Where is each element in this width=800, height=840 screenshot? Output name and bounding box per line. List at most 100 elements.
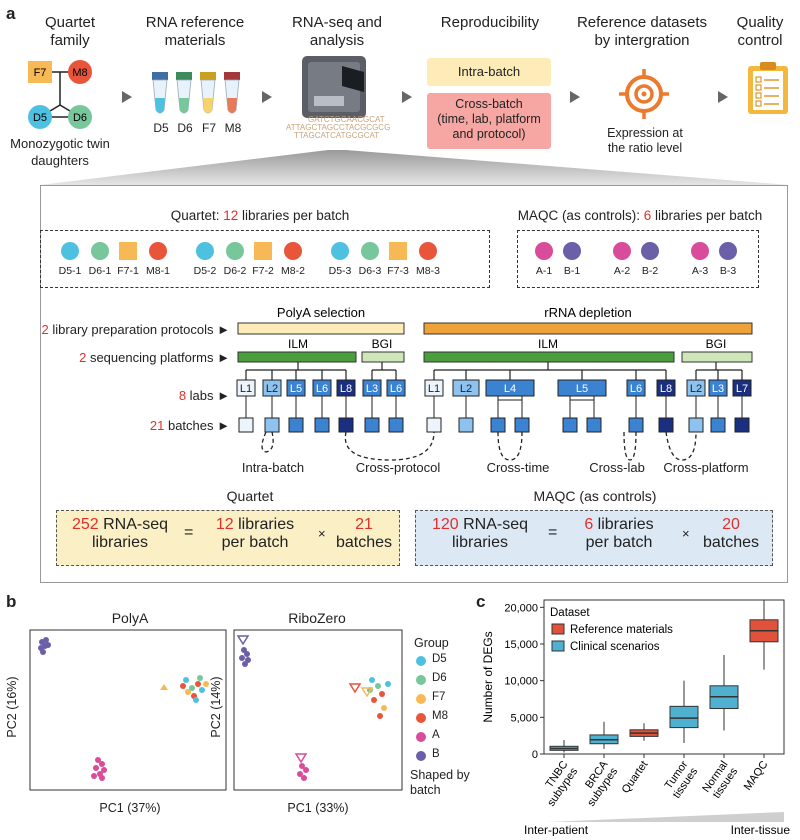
maqc-sample-label: B-2	[641, 265, 659, 277]
maqc-eq: =	[548, 524, 558, 541]
legend-label: M8	[432, 710, 448, 722]
legend-marker	[416, 656, 426, 666]
sample-label: M8-3	[416, 265, 440, 277]
comparison-cross-time: Cross-time	[486, 460, 550, 475]
x-tick-label: MAQC	[742, 759, 771, 793]
legend-marker	[416, 694, 426, 704]
box-3	[669, 705, 699, 729]
lab-label: L7	[736, 383, 748, 395]
tube-m8-label: M8	[224, 121, 242, 135]
batch-node	[562, 417, 578, 433]
tier-protocols-label: 2 library preparation protocols ►	[41, 322, 230, 337]
maqc-sample-marker	[563, 242, 581, 260]
sample-marker	[226, 242, 244, 260]
sample-label: F7-1	[117, 265, 139, 277]
family-caption: Monozygotic twin daughters	[10, 136, 110, 168]
maqc-sample-label: A-1	[535, 265, 553, 277]
legend-label: A	[432, 729, 440, 741]
protocol-polya-label: PolyA selection	[277, 305, 365, 320]
lab-label: L3	[712, 383, 724, 395]
protocol-rrna-label: rRNA depletion	[544, 305, 631, 320]
zoom-cone	[40, 150, 790, 185]
batch-node	[458, 417, 474, 433]
batch-node	[364, 417, 380, 433]
batch-node	[586, 417, 602, 433]
quartet-eq: =	[184, 524, 194, 541]
x-tick-label: Normaltissues	[700, 758, 740, 801]
batch-node	[338, 417, 354, 433]
lab-label: L1	[428, 383, 440, 395]
sample-marker	[254, 242, 272, 260]
batch-node	[426, 417, 442, 433]
sample-marker	[284, 242, 302, 260]
sequencer-icon: GATCTGCAACGCAT ATTAGCTAGCCTACGCGCG TTAGC…	[286, 56, 390, 140]
batch-node	[264, 417, 280, 433]
panel-a-letter: a	[6, 4, 16, 23]
pca-polya-plot	[29, 629, 227, 791]
batch-node	[314, 417, 330, 433]
sample-label: D5-1	[58, 265, 82, 277]
sample-marker	[419, 242, 437, 260]
step-title-reproducibility: Reproducibility	[440, 14, 540, 31]
tube-d6-label: D6	[177, 121, 193, 135]
y-tick-label: 20,000	[504, 602, 538, 614]
quartet-total-box	[56, 510, 400, 566]
plot-area	[543, 599, 785, 755]
sample-marker	[361, 242, 379, 260]
y-axis-label: Number of DEGs	[481, 631, 495, 722]
maqc-sample-marker	[719, 242, 737, 260]
lab-label: L8	[340, 383, 352, 395]
step-title-materials: RNA reference materials	[145, 14, 245, 49]
pca-ribozero-title: RiboZero	[288, 610, 346, 626]
legend-title: Dataset	[550, 607, 590, 619]
quartet-total-heading: Quartet	[226, 488, 274, 504]
sample-label: D6-3	[358, 265, 382, 277]
sample-label: D6-2	[223, 265, 247, 277]
quartet-box-title: Quartet: 12 libraries per batch	[170, 208, 350, 223]
step-title-integration: Reference datasets by intergration	[576, 14, 708, 49]
step-title-rnaseq: RNA-seq and analysis	[291, 14, 383, 49]
batch-node	[710, 417, 726, 433]
maqc-total-count: 120 RNA-seq libraries	[431, 516, 529, 551]
tubes-illustration	[152, 72, 240, 114]
lab-node	[557, 379, 607, 397]
pca-ribozero-plot	[233, 629, 403, 791]
sample-label: D6-1	[88, 265, 112, 277]
legend-entry: Reference materials	[570, 624, 673, 636]
family-diagram: F7 M8 D5 D6	[28, 60, 92, 129]
arrow-icon	[402, 91, 412, 103]
maqc-sample-label: B-3	[719, 265, 737, 277]
maqc-sample-label: B-1	[563, 265, 581, 277]
maqc-sample-label: A-3	[691, 265, 709, 277]
sample-label: M8-1	[146, 265, 170, 277]
legend-swatch	[551, 640, 565, 652]
svg-text:ATTAGCTAGCCTACGCGCG: ATTAGCTAGCCTACGCGCG	[286, 123, 390, 132]
platform-bgi-1: BGI	[372, 337, 393, 351]
family-d6: D6	[73, 112, 87, 124]
batch-node	[388, 417, 404, 433]
sample-marker	[149, 242, 167, 260]
maqc-sample-marker	[691, 242, 709, 260]
batch-node	[734, 417, 750, 433]
platform-ilm-1: ILM	[288, 337, 308, 351]
batch-node	[688, 417, 704, 433]
gradient-bar	[548, 812, 784, 822]
family-m8: M8	[72, 67, 87, 79]
lab-label: L5	[290, 383, 302, 395]
sample-label: M8-2	[281, 265, 305, 277]
maqc-sample-label: A-2	[613, 265, 631, 277]
legend-marker	[416, 751, 426, 761]
sample-marker	[91, 242, 109, 260]
pca-ribozero-ylabel: PC2 (14%)	[209, 676, 223, 738]
arrow-icon	[570, 91, 580, 103]
quartet-samples-box	[40, 230, 490, 288]
family-d5: D5	[33, 112, 47, 124]
sample-label: D5-2	[193, 265, 217, 277]
tier-platforms-label: 2 sequencing platforms ►	[79, 350, 230, 365]
lab-label: L6	[316, 383, 328, 395]
pca-polya-ylabel: PC2 (16%)	[5, 676, 19, 738]
lab-label: L2	[266, 383, 278, 395]
